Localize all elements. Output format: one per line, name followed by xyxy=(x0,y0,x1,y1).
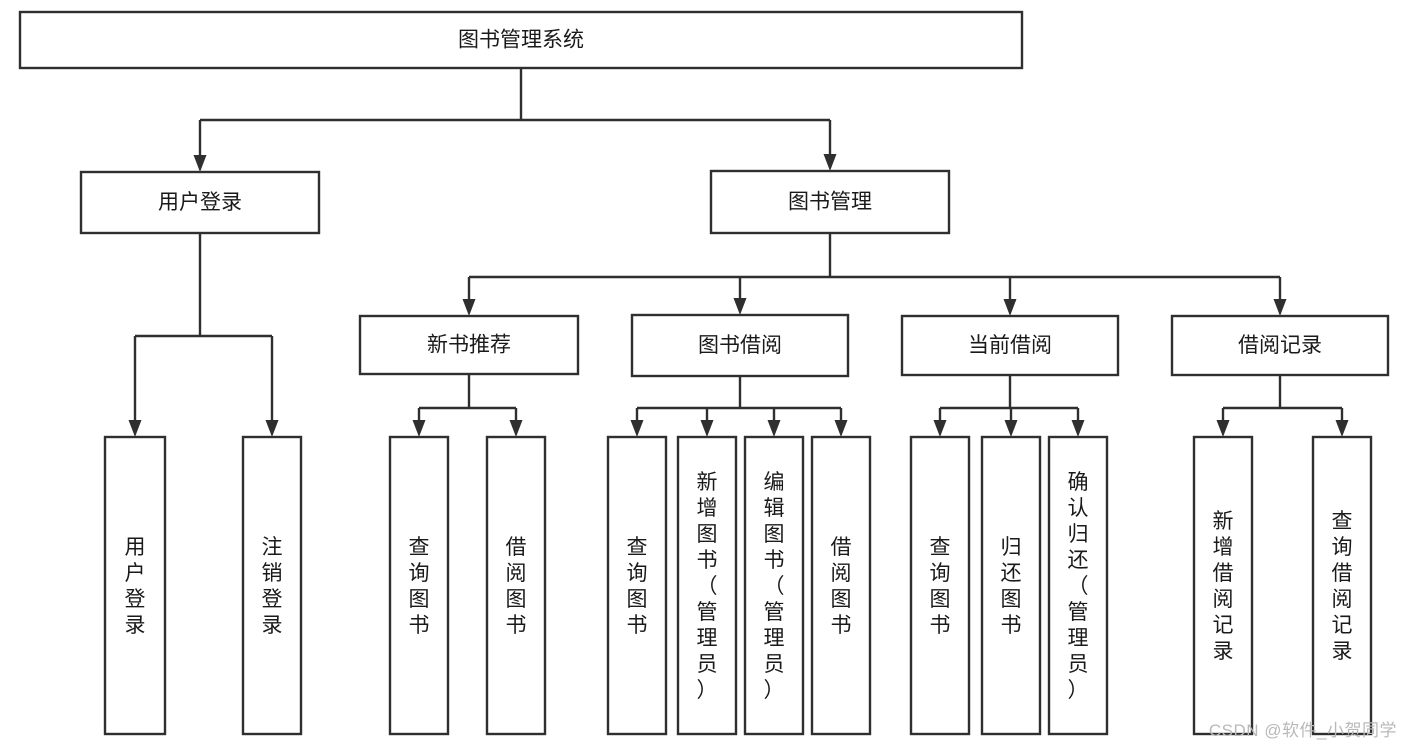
node-label-leaf_11: 确认归还（管理员） xyxy=(1068,471,1089,702)
node-label-leaf_8: 借阅图书 xyxy=(831,536,852,637)
node-box-leaf_12[interactable] xyxy=(1192,435,1254,736)
arrow-head xyxy=(462,299,476,316)
node-l3_2[interactable]: 图书借阅 xyxy=(630,313,850,378)
arrow-head xyxy=(1003,299,1017,316)
node-label-leaf_4: 借阅图书 xyxy=(506,536,527,637)
arrow-head xyxy=(1273,299,1287,316)
node-box-l3_2[interactable] xyxy=(630,313,850,378)
node-l2_2[interactable]: 图书管理 xyxy=(709,169,951,235)
node-label-leaf_2: 注销登录 xyxy=(262,536,283,637)
node-l3_1[interactable]: 新书推荐 xyxy=(358,314,580,376)
node-box-l3_4[interactable] xyxy=(1170,314,1390,377)
node-box-leaf_5[interactable] xyxy=(606,435,668,736)
arrow-head xyxy=(834,420,848,437)
node-label-l3_4: 借阅记录 xyxy=(1238,334,1322,357)
node-label-l3_1: 新书推荐 xyxy=(427,334,511,357)
connector-group-l3_2 xyxy=(630,376,848,437)
connector-group-l3_1 xyxy=(412,374,523,437)
connector-group-l2_2 xyxy=(462,233,1287,316)
arrow-head xyxy=(509,420,523,437)
arrow-head xyxy=(823,154,837,171)
arrow-head xyxy=(1335,420,1349,437)
arrow-head xyxy=(1216,420,1230,437)
node-box-leaf_8[interactable] xyxy=(810,435,872,736)
node-label-leaf_13: 查询借阅记录 xyxy=(1332,510,1353,663)
node-label-leaf_3: 查询图书 xyxy=(409,536,430,637)
node-box-l3_3[interactable] xyxy=(900,314,1120,377)
arrow-head xyxy=(700,420,714,437)
node-leaf_7[interactable]: 编辑图书（管理员） xyxy=(743,435,805,736)
watermark-text: CSDN @软件_小贺同学 xyxy=(1208,721,1397,740)
node-box-leaf_9[interactable] xyxy=(909,435,971,736)
node-box-leaf_10[interactable] xyxy=(980,435,1042,736)
node-label-l2_1: 用户登录 xyxy=(158,191,242,214)
node-leaf_10[interactable]: 归还图书 xyxy=(980,435,1042,736)
node-leaf_5[interactable]: 查询图书 xyxy=(606,435,668,736)
node-label-root: 图书管理系统 xyxy=(458,29,584,52)
node-l2_1[interactable]: 用户登录 xyxy=(79,170,321,235)
connector-layer xyxy=(128,68,1349,437)
connector-group-l3_4 xyxy=(1216,375,1349,437)
arrow-head xyxy=(193,155,207,172)
node-box-l2_2[interactable] xyxy=(709,169,951,235)
node-leaf_13[interactable]: 查询借阅记录 xyxy=(1311,435,1373,736)
node-label-leaf_6: 新增图书（管理员） xyxy=(697,471,718,702)
node-leaf_2[interactable]: 注销登录 xyxy=(241,435,303,736)
arrow-head xyxy=(1071,420,1085,437)
node-label-l3_3: 当前借阅 xyxy=(968,334,1052,357)
node-label-leaf_1: 用户登录 xyxy=(125,536,146,637)
node-label-leaf_12: 新增借阅记录 xyxy=(1213,510,1234,663)
node-leaf_9[interactable]: 查询图书 xyxy=(909,435,971,736)
arrow-head xyxy=(733,298,747,315)
node-box-leaf_2[interactable] xyxy=(241,435,303,736)
node-l3_4[interactable]: 借阅记录 xyxy=(1170,314,1390,377)
node-layer: 图书管理系统用户登录图书管理新书推荐图书借阅当前借阅借阅记录用户登录注销登录查询… xyxy=(18,10,1390,736)
arrow-head xyxy=(128,420,142,437)
node-leaf_3[interactable]: 查询图书 xyxy=(388,435,450,736)
connector-group-root xyxy=(193,68,837,172)
node-label-leaf_7: 编辑图书（管理员） xyxy=(764,471,785,702)
node-box-leaf_4[interactable] xyxy=(485,435,547,736)
node-leaf_4[interactable]: 借阅图书 xyxy=(485,435,547,736)
arrow-head xyxy=(630,420,644,437)
node-l3_3[interactable]: 当前借阅 xyxy=(900,314,1120,377)
node-leaf_1[interactable]: 用户登录 xyxy=(103,435,167,736)
node-label-leaf_5: 查询图书 xyxy=(627,536,648,637)
node-box-leaf_1[interactable] xyxy=(103,435,167,736)
node-label-leaf_9: 查询图书 xyxy=(930,536,951,637)
node-label-l3_2: 图书借阅 xyxy=(698,334,782,357)
node-box-root[interactable] xyxy=(18,10,1024,70)
node-box-leaf_13[interactable] xyxy=(1311,435,1373,736)
connector-group-l2_1 xyxy=(128,233,279,437)
connector-group-l3_3 xyxy=(933,375,1085,437)
node-label-leaf_10: 归还图书 xyxy=(1001,536,1022,637)
arrow-head xyxy=(933,420,947,437)
node-root[interactable]: 图书管理系统 xyxy=(18,10,1024,70)
node-box-leaf_7[interactable] xyxy=(743,435,805,736)
node-box-l3_1[interactable] xyxy=(358,314,580,376)
node-leaf_11[interactable]: 确认归还（管理员） xyxy=(1047,435,1109,736)
node-box-l2_1[interactable] xyxy=(79,170,321,235)
node-box-leaf_11[interactable] xyxy=(1047,435,1109,736)
node-leaf_12[interactable]: 新增借阅记录 xyxy=(1192,435,1254,736)
node-label-l2_2: 图书管理 xyxy=(788,191,872,214)
node-leaf_8[interactable]: 借阅图书 xyxy=(810,435,872,736)
arrow-head xyxy=(265,420,279,437)
arrow-head xyxy=(767,420,781,437)
node-leaf_6[interactable]: 新增图书（管理员） xyxy=(676,435,738,736)
arrow-head xyxy=(412,420,426,437)
node-box-leaf_3[interactable] xyxy=(388,435,450,736)
node-box-leaf_6[interactable] xyxy=(676,435,738,736)
arrow-head xyxy=(1004,420,1018,437)
